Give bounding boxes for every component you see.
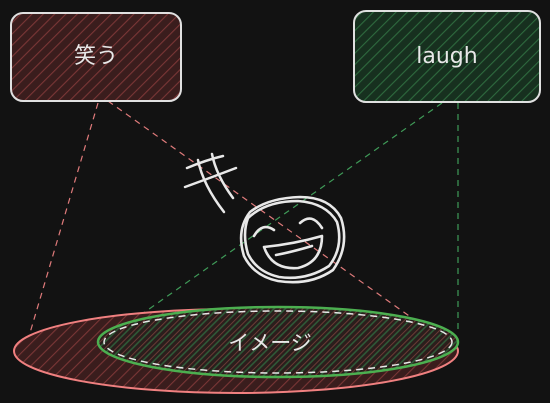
image-concept-node[interactable]: イメージ [13, 305, 460, 394]
laugh-sound-marks-icon [183, 152, 238, 214]
connector-jp-right [107, 100, 413, 319]
connector-jp-left [26, 102, 99, 344]
image-concept-label: イメージ [228, 331, 312, 355]
connectors [26, 100, 459, 344]
inner-dashed-ellipse [103, 310, 453, 374]
en-word-label: laugh [416, 44, 477, 69]
jp-word-label: 笑う [74, 44, 118, 69]
laughing-face-icon [239, 195, 346, 284]
green-ellipse [96, 305, 460, 379]
jp-word-node[interactable]: 笑う [10, 12, 182, 102]
en-word-node[interactable]: laugh [353, 10, 541, 103]
